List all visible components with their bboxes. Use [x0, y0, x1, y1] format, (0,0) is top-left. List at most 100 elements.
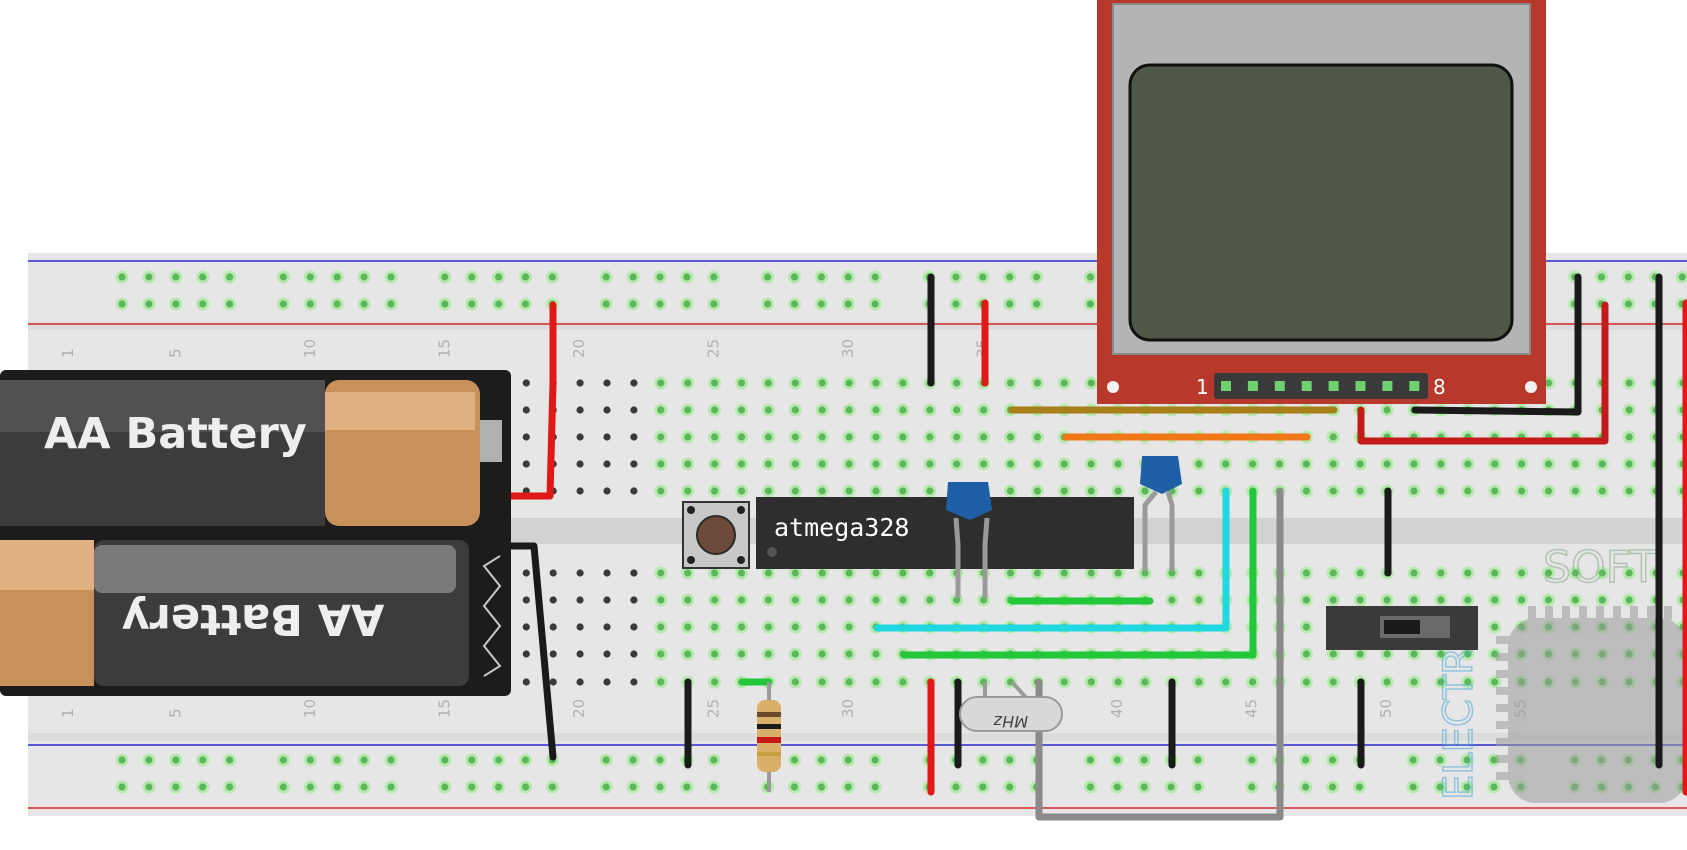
breadboard-hole[interactable] [737, 433, 746, 441]
breadboard-hole[interactable] [441, 783, 449, 791]
breadboard-hole[interactable] [306, 756, 314, 764]
breadboard-hole[interactable] [1060, 678, 1068, 686]
breadboard-hole[interactable] [1060, 379, 1068, 387]
breadboard-hole[interactable] [441, 273, 449, 281]
breadboard-hole[interactable] [576, 623, 584, 631]
breadboard-hole[interactable] [657, 487, 665, 495]
breadboard-hole[interactable] [1141, 678, 1149, 686]
breadboard-hole[interactable] [1518, 596, 1526, 604]
breadboard-hole[interactable] [1248, 756, 1256, 764]
breadboard-hole[interactable] [764, 300, 772, 308]
breadboard-hole[interactable] [1464, 596, 1472, 604]
breadboard-hole[interactable] [1625, 596, 1633, 604]
breadboard-hole[interactable] [1624, 273, 1632, 281]
breadboard-hole[interactable] [1033, 569, 1041, 577]
breadboard-hole[interactable] [630, 596, 638, 604]
breadboard-hole[interactable] [1625, 433, 1633, 441]
breadboard-hole[interactable] [1087, 678, 1095, 686]
breadboard-hole[interactable] [684, 379, 692, 387]
breadboard-hole[interactable] [1168, 569, 1176, 577]
breadboard-hole[interactable] [871, 783, 879, 791]
breadboard-hole[interactable] [1597, 273, 1606, 281]
breadboard-hole[interactable] [1491, 569, 1499, 577]
breadboard-hole[interactable] [1437, 650, 1445, 658]
breadboard-hole[interactable] [522, 460, 530, 468]
breadboard-hole[interactable] [118, 273, 126, 281]
breadboard-hole[interactable] [764, 273, 772, 281]
breadboard-hole[interactable] [845, 460, 853, 468]
breadboard-hole[interactable] [657, 460, 665, 468]
breadboard-hole[interactable] [818, 487, 826, 495]
breadboard-hole[interactable] [1329, 650, 1337, 658]
breadboard-hole[interactable] [711, 623, 719, 631]
breadboard-hole[interactable] [764, 569, 773, 577]
breadboard-hole[interactable] [603, 406, 611, 414]
breadboard-hole[interactable] [1086, 783, 1094, 791]
breadboard-hole[interactable] [1436, 783, 1444, 791]
breadboard-hole[interactable] [1544, 596, 1553, 604]
breadboard-hole[interactable] [1140, 783, 1148, 791]
breadboard-hole[interactable] [603, 433, 611, 441]
breadboard-hole[interactable] [953, 596, 961, 604]
breadboard-hole[interactable] [1463, 783, 1471, 791]
breadboard-hole[interactable] [791, 623, 799, 631]
breadboard-hole[interactable] [306, 273, 314, 281]
breadboard-hole[interactable] [684, 650, 692, 658]
breadboard-hole[interactable] [306, 300, 314, 308]
breadboard-hole[interactable] [576, 678, 584, 686]
breadboard-hole[interactable] [1410, 596, 1418, 604]
breadboard-hole[interactable] [1249, 678, 1257, 686]
breadboard-hole[interactable] [1328, 756, 1337, 764]
breadboard-hole[interactable] [1518, 569, 1526, 577]
breadboard-hole[interactable] [1356, 487, 1364, 495]
breadboard-hole[interactable] [576, 406, 584, 414]
breadboard-hole[interactable] [953, 460, 961, 468]
breadboard-hole[interactable] [1491, 596, 1499, 604]
breadboard-hole[interactable] [199, 273, 207, 281]
breadboard-hole[interactable] [899, 596, 907, 604]
breadboard-hole[interactable] [468, 783, 476, 791]
breadboard-hole[interactable] [818, 433, 826, 441]
breadboard-hole[interactable] [1302, 650, 1310, 658]
breadboard-hole[interactable] [1571, 596, 1579, 604]
breadboard-hole[interactable] [630, 406, 638, 414]
breadboard-hole[interactable] [656, 273, 664, 281]
breadboard-hole[interactable] [1571, 487, 1579, 495]
breadboard-hole[interactable] [1114, 569, 1122, 577]
breadboard-hole[interactable] [576, 569, 584, 577]
breadboard-hole[interactable] [817, 783, 826, 791]
breadboard-hole[interactable] [1248, 783, 1256, 791]
breadboard-hole[interactable] [1437, 487, 1445, 495]
breadboard-hole[interactable] [657, 406, 665, 414]
breadboard-hole[interactable] [1598, 487, 1606, 495]
breadboard-hole[interactable] [602, 783, 610, 791]
breadboard-hole[interactable] [1518, 460, 1526, 468]
breadboard-hole[interactable] [1464, 460, 1472, 468]
breadboard-hole[interactable] [1329, 487, 1337, 495]
breadboard-hole[interactable] [791, 406, 799, 414]
breadboard-hole[interactable] [764, 406, 773, 414]
breadboard-hole[interactable] [845, 433, 853, 441]
breadboard-hole[interactable] [1006, 433, 1015, 441]
breadboard-hole[interactable] [926, 406, 934, 414]
breadboard-hole[interactable] [1006, 273, 1014, 281]
breadboard-hole[interactable] [657, 433, 665, 441]
breadboard-hole[interactable] [603, 678, 611, 686]
breadboard-hole[interactable] [1491, 678, 1499, 686]
breadboard-hole[interactable] [1329, 460, 1337, 468]
breadboard-hole[interactable] [710, 300, 718, 308]
breadboard-hole[interactable] [657, 623, 665, 631]
breadboard-hole[interactable] [333, 756, 341, 764]
breadboard-hole[interactable] [657, 379, 665, 387]
breadboard-hole[interactable] [791, 379, 799, 387]
breadboard-hole[interactable] [845, 678, 853, 686]
breadboard-hole[interactable] [710, 783, 718, 791]
breadboard-hole[interactable] [711, 596, 719, 604]
breadboard-hole[interactable] [1302, 487, 1310, 495]
breadboard-hole[interactable] [1410, 650, 1418, 658]
breadboard-hole[interactable] [1625, 460, 1633, 468]
breadboard-hole[interactable] [521, 756, 530, 764]
breadboard-hole[interactable] [1033, 460, 1041, 468]
breadboard-hole[interactable] [145, 273, 153, 281]
breadboard-hole[interactable] [1087, 569, 1095, 577]
